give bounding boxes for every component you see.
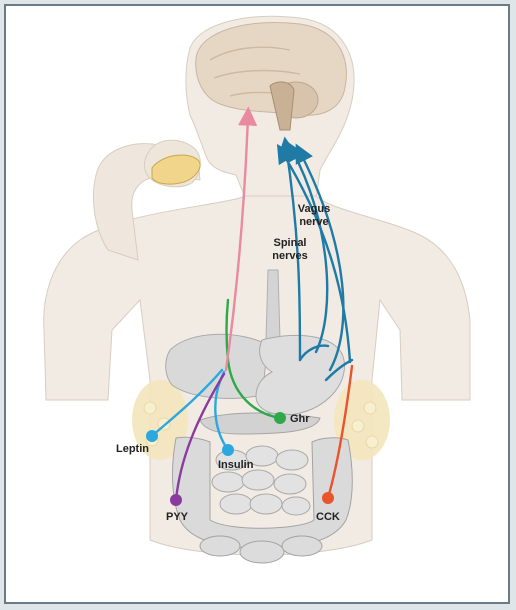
spinal-label-line2: nerves xyxy=(272,250,307,262)
insulin-label: Insulin xyxy=(218,459,254,471)
pyy-dot-icon xyxy=(170,494,182,506)
esophagus xyxy=(266,270,280,340)
small-intestine xyxy=(212,446,310,515)
insulin-dot-icon xyxy=(222,444,234,456)
pyy-label: PYY xyxy=(166,511,189,523)
gi-organs xyxy=(166,334,353,563)
ghr-label: Ghr xyxy=(290,413,310,425)
vagus-label-line1: Vagus xyxy=(298,203,330,215)
leptin-label: Leptin xyxy=(116,443,149,455)
cck-label: CCK xyxy=(316,511,340,523)
leptin-dot-icon xyxy=(146,430,158,442)
vagus-label-line2: nerve xyxy=(299,216,328,228)
cck-dot-icon xyxy=(322,492,334,504)
ghr-dot-icon xyxy=(274,412,286,424)
spinal-label-line1: Spinal xyxy=(273,237,306,249)
